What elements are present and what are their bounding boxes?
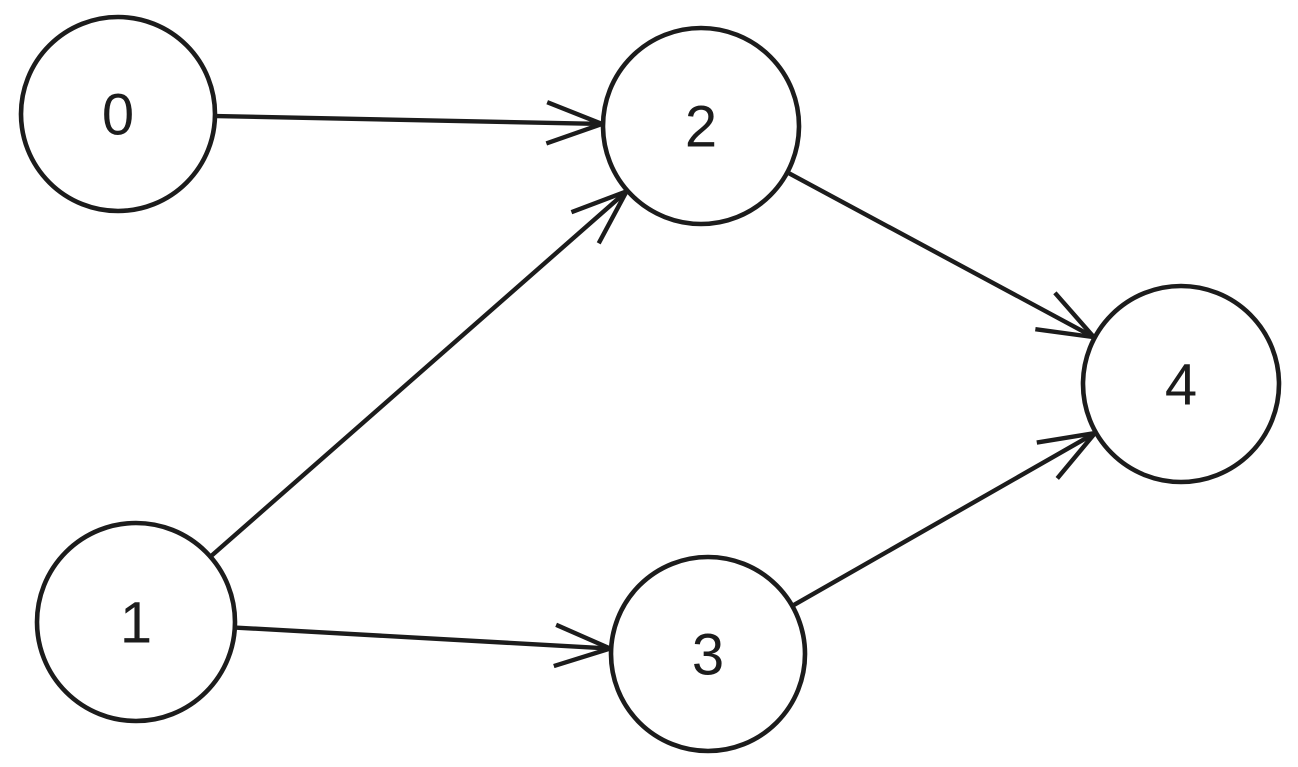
node-label: 4 — [1165, 353, 1197, 418]
edge-2-to-4 — [788, 171, 1096, 340]
node-label: 3 — [692, 623, 724, 688]
arrowhead-icon — [596, 190, 629, 245]
edge-line — [788, 171, 1095, 340]
graph-node-2: 2 — [600, 25, 802, 227]
edge-1-to-3 — [236, 622, 612, 669]
edge-line — [792, 431, 1097, 607]
arrowhead-icon — [545, 121, 603, 146]
arrowhead-icon — [553, 646, 611, 669]
edge-1-to-2 — [210, 189, 629, 558]
graph-node-3: 3 — [608, 554, 808, 754]
edge-line — [210, 189, 629, 558]
edge-0-to-2 — [216, 100, 603, 146]
nodes-layer: 0 1 2 3 4 — [18, 14, 1282, 754]
node-label: 0 — [102, 83, 134, 148]
edge-3-to-4 — [792, 430, 1097, 607]
arrowhead-icon — [555, 622, 612, 651]
node-circle — [600, 25, 802, 227]
node-label: 1 — [120, 591, 152, 656]
node-circle — [18, 14, 218, 214]
node-circle — [1080, 283, 1282, 485]
arrowhead-icon — [1055, 431, 1097, 480]
node-circle — [34, 520, 238, 724]
arrowhead-icon — [1035, 326, 1095, 340]
arrowhead-icon — [546, 100, 603, 127]
arrowhead-icon — [570, 189, 628, 215]
arrowhead-icon — [1053, 291, 1096, 339]
edges-layer — [210, 100, 1097, 669]
arrowhead-icon — [1036, 430, 1096, 445]
node-circle — [608, 554, 808, 754]
graph-node-4: 4 — [1080, 283, 1282, 485]
graph-node-1: 1 — [34, 520, 238, 724]
edge-line — [216, 113, 603, 127]
graph-node-0: 0 — [18, 14, 218, 214]
edge-line — [236, 625, 611, 651]
node-label: 2 — [685, 95, 717, 160]
